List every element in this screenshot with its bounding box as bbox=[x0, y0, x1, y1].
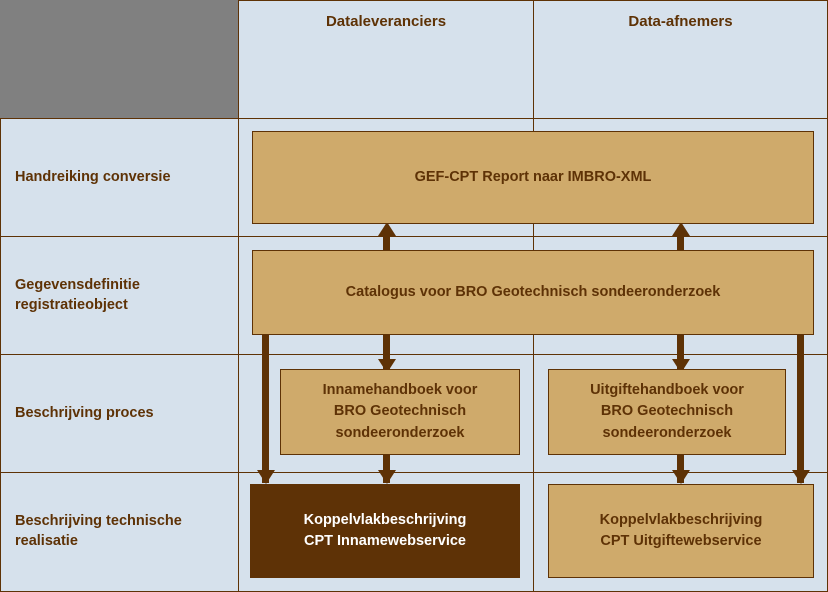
box-line: sondeeronderzoek bbox=[335, 424, 465, 441]
arrow-catalogus-to-gefcpt-col2-head bbox=[671, 222, 690, 236]
box-line: Innamehandboek voor bbox=[322, 382, 478, 399]
column-header-data-afnemers: Data-afnemers bbox=[533, 0, 828, 119]
row-label-handreiking-conversie: Handreiking conversie bbox=[0, 118, 239, 237]
box-uitgiftehandboek[interactable]: Uitgiftehandboek voor BRO Geotechnisch s… bbox=[548, 369, 786, 455]
box-line: sondeeronderzoek bbox=[602, 424, 732, 441]
row-label-beschrijving-proces: Beschrijving proces bbox=[0, 354, 239, 473]
box-line: Koppelvlakbeschrijving bbox=[303, 511, 467, 528]
arrow-catalogus-to-gefcpt-col1-shaft bbox=[383, 232, 390, 256]
row-label-text: Gegevensdefinitie registratieobject bbox=[15, 276, 140, 313]
box-koppelvlakbeschrijving-cpt-uitgiftewebservice[interactable]: Koppelvlakbeschrijving CPT Uitgiftewebse… bbox=[548, 484, 814, 578]
box-line: BRO Geotechnisch bbox=[600, 403, 734, 420]
row-label-text: Beschrijving technische realisatie bbox=[15, 513, 182, 549]
box-gef-cpt-report[interactable]: GEF-CPT Report naar IMBRO-XML bbox=[252, 131, 814, 224]
corner-blank-cell bbox=[0, 0, 239, 119]
arrow-catalogus-to-koppelvlak-inname-head bbox=[256, 470, 275, 484]
box-line: Koppelvlakbeschrijving bbox=[599, 511, 763, 528]
column-header-label: Dataleveranciers bbox=[325, 13, 447, 30]
column-header-dataleveranciers: Dataleveranciers bbox=[238, 0, 534, 119]
box-line: BRO Geotechnisch bbox=[333, 403, 467, 420]
row-label-beschrijving-technische-realisatie: Beschrijving technische realisatie bbox=[0, 472, 239, 592]
box-catalogus[interactable]: Catalogus voor BRO Geotechnisch sondeero… bbox=[252, 250, 814, 335]
box-line: CPT Uitgiftewebservice bbox=[600, 533, 762, 549]
arrow-uitgiftehandboek-to-koppelvlak-head bbox=[671, 470, 690, 484]
box-line: GEF-CPT Report naar IMBRO-XML bbox=[414, 168, 652, 185]
box-koppelvlakbeschrijving-cpt-innamewebservice[interactable]: Koppelvlakbeschrijving CPT Innamewebserv… bbox=[250, 484, 520, 578]
arrow-catalogus-to-innamehandboek-shaft bbox=[383, 335, 390, 369]
arrow-catalogus-to-koppelvlak-inname-shaft bbox=[262, 335, 269, 483]
arrow-catalogus-to-koppelvlak-uitgifte-head bbox=[791, 470, 810, 484]
arrow-catalogus-to-koppelvlak-uitgifte-shaft bbox=[797, 335, 804, 483]
row-label-gegevensdefinitie-registratieobject: Gegevensdefinitie registratieobject bbox=[0, 236, 239, 355]
row-label-text: Beschrijving proces bbox=[15, 404, 154, 421]
arrow-uitgiftehandboek-to-koppelvlak-shaft bbox=[677, 455, 684, 483]
box-innamehandboek[interactable]: Innamehandboek voor BRO Geotechnisch son… bbox=[280, 369, 520, 455]
box-line: Uitgiftehandboek voor bbox=[590, 382, 744, 399]
box-line: CPT Innamewebservice bbox=[304, 533, 466, 549]
row-label-text: Handreiking conversie bbox=[15, 168, 171, 185]
column-header-label: Data-afnemers bbox=[628, 13, 733, 30]
arrow-innamehandboek-to-koppelvlak-head bbox=[377, 470, 396, 484]
box-line: Catalogus voor BRO Geotechnisch sondeero… bbox=[345, 283, 721, 300]
arrow-catalogus-to-gefcpt-col1-head bbox=[377, 222, 396, 236]
arrow-innamehandboek-to-koppelvlak-shaft bbox=[383, 455, 390, 483]
arrow-catalogus-to-uitgiftehandboek-shaft bbox=[677, 335, 684, 369]
arrow-catalogus-to-gefcpt-col2-shaft bbox=[677, 232, 684, 256]
